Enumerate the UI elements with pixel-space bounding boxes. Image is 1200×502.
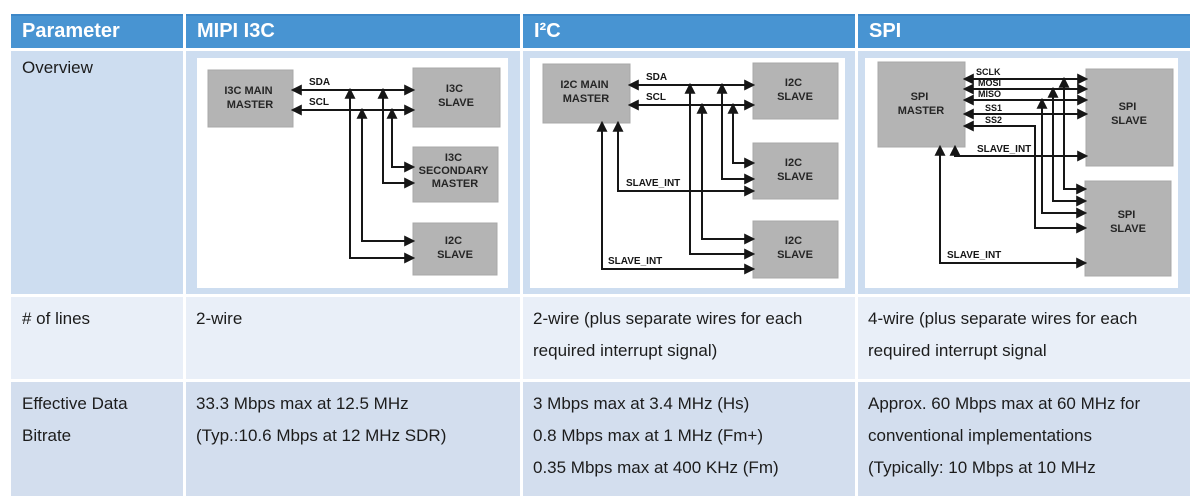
slave-int-label-1: SLAVE_INT: [626, 178, 680, 189]
i2c-slave2-label: I2C SLAVE: [777, 157, 813, 183]
slave-int-label-2: SLAVE_INT: [947, 250, 1001, 261]
cell-bitrate-mipi: 33.3 Mbps max at 12.5 MHz (Typ.:10.6 Mbp…: [186, 382, 520, 496]
sda-label: SDA: [646, 72, 667, 83]
i3c-slave-box: [412, 67, 501, 128]
i3c-secondary-master-label: I3C SECONDARY MASTER: [419, 152, 492, 190]
spi-slave1-box: [1085, 68, 1174, 167]
i2c-slave1-label: I2C SLAVE: [777, 77, 813, 103]
spi-slave1-label: SPI SLAVE: [1111, 101, 1147, 127]
header-i2c: I²C: [523, 14, 855, 48]
i2c-diagram-svg: SDA SCL SLAVE_INT SLAVE_INT I2C MAIN MAS…: [542, 62, 839, 279]
cell-overview-i2c: SDA SCL SLAVE_INT SLAVE_INT I2C MAIN MAS…: [523, 51, 855, 294]
i3c-main-master-box: [207, 69, 294, 128]
ss1-label: SS1: [985, 103, 1002, 113]
bitrate-mipi-line1: 33.3 Mbps max at 12.5 MHz: [196, 394, 409, 413]
sda-tap-to-secondary-master: [377, 87, 416, 189]
row-label-overview: Overview: [11, 51, 183, 294]
spi-diagram-svg: SCLK MOSI MISO SS1 SS2 SLAVE_INT SLAVE_I…: [877, 61, 1174, 277]
lines-spi-text: 4-wire (plus separate wires for each req…: [868, 309, 1138, 360]
header-mipi-i3c: MIPI I3C: [186, 14, 520, 48]
cell-lines-mipi: 2-wire: [186, 297, 520, 379]
sda-tap-to-slave2: [716, 82, 756, 185]
protocol-comparison-table: Parameter MIPI I3C I²C SPI Overview: [11, 14, 1190, 496]
scl-tap-to-slave2: [727, 102, 756, 169]
slave-int-line-slave2: [934, 144, 1088, 269]
spi-overview-diagram: SCLK MOSI MISO SS1 SS2 SLAVE_INT SLAVE_I…: [865, 58, 1178, 288]
cell-overview-mipi: SDA SCL I3C MAIN MASTER I3C SLAVE I3C SE…: [186, 51, 520, 294]
sda-tap-to-i2c-slave: [344, 87, 416, 264]
i3c-diagram-svg: SDA SCL I3C MAIN MASTER I3C SLAVE I3C SE…: [207, 67, 501, 276]
spi-master-label: SPI MASTER: [898, 91, 945, 117]
slave-int-label-1: SLAVE_INT: [977, 144, 1031, 155]
i2c-slave-label: I2C SLAVE: [437, 235, 473, 261]
cell-lines-spi: 4-wire (plus separate wires for each req…: [858, 297, 1190, 379]
ss2-label: SS2: [985, 115, 1002, 125]
scl-tap-to-slave3: [696, 102, 756, 245]
mosi-label: MOSI: [978, 78, 1001, 88]
i3c-slave-label: I3C SLAVE: [438, 83, 474, 109]
bitrate-mipi-line2: (Typ.:10.6 Mbps at 12 MHz SDR): [196, 426, 447, 445]
row-label-num-lines: # of lines: [11, 297, 183, 379]
i2c-slave1-box: [752, 62, 839, 120]
scl-tap-to-i2c-slave: [356, 107, 416, 247]
cell-bitrate-i2c: 3 Mbps max at 3.4 MHz (Hs) 0.8 Mbps max …: [523, 382, 855, 496]
i3c-overview-diagram: SDA SCL I3C MAIN MASTER I3C SLAVE I3C SE…: [197, 58, 508, 288]
slave-int-line-slave3: [596, 120, 756, 275]
cell-overview-spi: SCLK MOSI MISO SS1 SS2 SLAVE_INT SLAVE_I…: [858, 51, 1190, 294]
header-parameter: Parameter: [11, 14, 183, 48]
miso-label: MISO: [978, 89, 1001, 99]
i2c-slave3-label: I2C SLAVE: [777, 235, 813, 261]
i2c-slave2-box: [752, 142, 839, 200]
i2c-slave-box: [412, 222, 498, 276]
scl-tap-to-secondary-master: [386, 107, 416, 173]
spi-slave2-label: SPI SLAVE: [1110, 209, 1146, 235]
lines-i2c-text: 2-wire (plus separate wires for each req…: [533, 309, 803, 360]
spi-master-box: [877, 61, 966, 148]
cell-bitrate-spi: Approx. 60 Mbps max at 60 MHz for conven…: [858, 382, 1190, 496]
i2c-overview-diagram: SDA SCL SLAVE_INT SLAVE_INT I2C MAIN MAS…: [530, 58, 845, 288]
slave-int-label-2: SLAVE_INT: [608, 256, 662, 267]
i2c-main-master-box: [542, 63, 631, 124]
mosi-tap-to-slave2: [1047, 86, 1088, 207]
sclk-tap-to-slave2: [1058, 76, 1088, 195]
spi-slave2-box: [1084, 180, 1172, 277]
i2c-main-master-label: I2C MAIN MASTER: [560, 79, 611, 105]
sclk-label: SCLK: [976, 67, 1001, 77]
bitrate-i2c-line3: 0.35 Mbps max at 400 KHz (Fm): [533, 458, 779, 477]
scl-label: SCL: [309, 97, 329, 108]
cell-lines-i2c: 2-wire (plus separate wires for each req…: [523, 297, 855, 379]
bitrate-spi-line3: (Typically: 10 Mbps at 10 MHz: [868, 458, 1096, 477]
lines-mipi-text: 2-wire: [196, 309, 243, 328]
bitrate-i2c-line1: 3 Mbps max at 3.4 MHz (Hs): [533, 394, 750, 413]
i3c-secondary-master-box: [412, 146, 499, 203]
bitrate-spi-line2: conventional implementations: [868, 426, 1092, 445]
row-label-bitrate: Effective Data Bitrate: [11, 382, 183, 496]
i3c-main-master-label: I3C MAIN MASTER: [224, 85, 275, 111]
header-spi: SPI: [858, 14, 1190, 48]
scl-label: SCL: [646, 92, 666, 103]
bitrate-spi-line1: Approx. 60 Mbps max at 60 MHz for: [868, 394, 1141, 413]
sda-label: SDA: [309, 77, 330, 88]
bitrate-i2c-line2: 0.8 Mbps max at 1 MHz (Fm+): [533, 426, 764, 445]
